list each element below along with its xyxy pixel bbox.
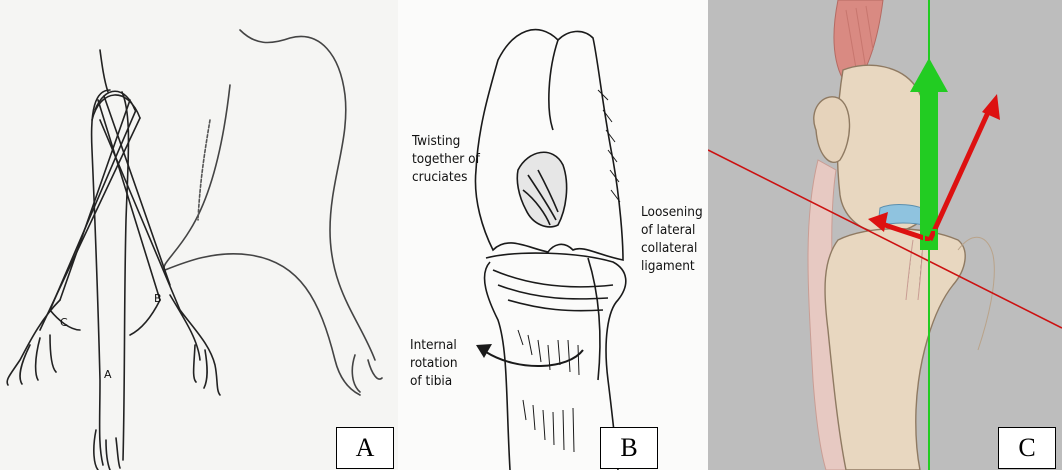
annotation-loosening: Loosening of lateral collateral ligament (641, 203, 703, 275)
annotation-loosening-line1: Loosening (641, 203, 703, 221)
annotation-twisting-line3: cruciates (412, 168, 480, 186)
panel-a: B C A A (0, 0, 398, 470)
annotation-rotation: Internal rotation of tibia (410, 336, 458, 390)
annotation-loosening-line4: ligament (641, 257, 703, 275)
knee-3d-render (708, 0, 1062, 470)
annotation-rotation-line2: rotation (410, 354, 458, 372)
panel-label-a: A (336, 427, 394, 469)
annotation-twisting: Twisting together of cruciates (412, 132, 480, 186)
curve-label-a: A (104, 368, 112, 381)
annotation-rotation-line3: of tibia (410, 372, 458, 390)
panel-c: C (708, 0, 1062, 470)
curve-label-b: B (154, 292, 162, 305)
annotation-loosening-line3: collateral (641, 239, 703, 257)
annotation-twisting-line1: Twisting (412, 132, 480, 150)
curve-label-c: C (60, 316, 68, 329)
panel-label-b: B (600, 427, 658, 469)
panel-b: Twisting together of cruciates Loosening… (398, 0, 708, 470)
limb-motion-drawing (0, 0, 398, 470)
annotation-twisting-line2: together of (412, 150, 480, 168)
annotation-rotation-line1: Internal (410, 336, 458, 354)
panel-label-c: C (998, 427, 1056, 469)
annotation-loosening-line2: of lateral (641, 221, 703, 239)
